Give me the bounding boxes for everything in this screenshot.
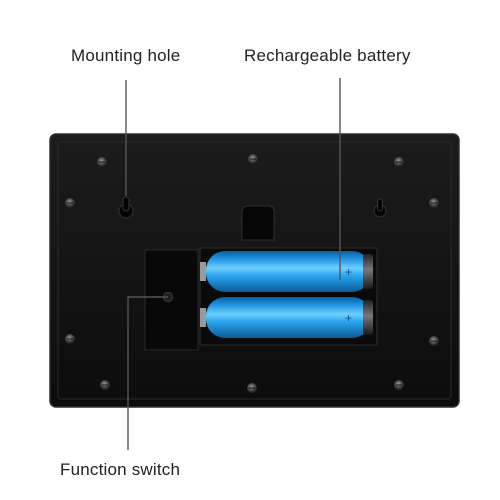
mounting-hole-label: Mounting hole — [71, 46, 181, 65]
screw-icon — [429, 336, 439, 346]
mounting-hole-right-icon — [373, 198, 387, 218]
function-switch-panel — [144, 249, 199, 351]
screw-icon — [100, 380, 110, 390]
screw-icon — [248, 154, 258, 164]
battery-cell-top: + — [200, 251, 373, 292]
leader-lines — [125, 78, 341, 450]
battery-plus-icon: + — [345, 311, 352, 325]
screw-icon — [65, 198, 75, 208]
screw-icon — [394, 157, 404, 167]
rechargeable-battery-label: Rechargeable battery — [244, 46, 411, 65]
battery-cell-bottom: + — [200, 297, 373, 338]
screw-icon — [97, 157, 107, 167]
mounting-hole-left-icon — [118, 196, 134, 219]
screw-icon — [394, 380, 404, 390]
screw-icon — [65, 334, 75, 344]
function-switch-label: Function switch — [60, 460, 181, 479]
battery-door-latch — [241, 205, 275, 241]
screw-icon — [247, 383, 257, 393]
screw-icon — [429, 198, 439, 208]
function-switch-leader-line — [127, 296, 168, 450]
battery-plus-icon: + — [345, 265, 352, 279]
